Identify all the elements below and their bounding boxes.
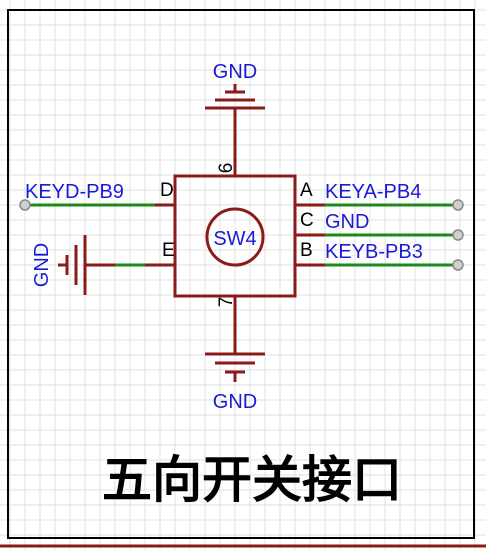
- sw4-circle: [205, 207, 265, 267]
- bottom-gnd-symbol: [205, 352, 265, 382]
- pin-end-keya[interactable]: [452, 199, 464, 211]
- pin-end-keyd[interactable]: [19, 199, 31, 211]
- pin-name-c: C: [300, 210, 314, 231]
- pin-name-d: D: [160, 180, 174, 201]
- net-label-gnd-right: GND: [325, 211, 369, 233]
- pin-end-keyb[interactable]: [452, 259, 464, 271]
- pin-name-e: E: [162, 240, 175, 261]
- sheet-frame: [7, 9, 475, 539]
- net-label-keyb: KEYB-PB3: [325, 241, 423, 263]
- net-label-bottom-gnd: GND: [213, 391, 257, 413]
- designator-label: SW4: [213, 228, 256, 250]
- net-label-keya: KEYA-PB4: [325, 181, 421, 203]
- sw4-body[interactable]: [173, 174, 297, 298]
- pin-number-top: 6: [216, 163, 237, 174]
- sheet-title: 五向开关接口: [102, 450, 402, 509]
- left-gnd-symbol: [58, 235, 115, 295]
- top-gnd-symbol: [205, 84, 265, 118]
- pin-number-bottom: 7: [216, 297, 237, 308]
- net-label-left-gnd: GND: [31, 243, 53, 287]
- pin-name-b: B: [300, 240, 313, 261]
- pin-name-a: A: [300, 180, 313, 201]
- pin-end-gnd[interactable]: [452, 229, 464, 241]
- net-label-keyd: KEYD-PB9: [25, 181, 124, 203]
- net-label-top-gnd: GND: [213, 61, 257, 83]
